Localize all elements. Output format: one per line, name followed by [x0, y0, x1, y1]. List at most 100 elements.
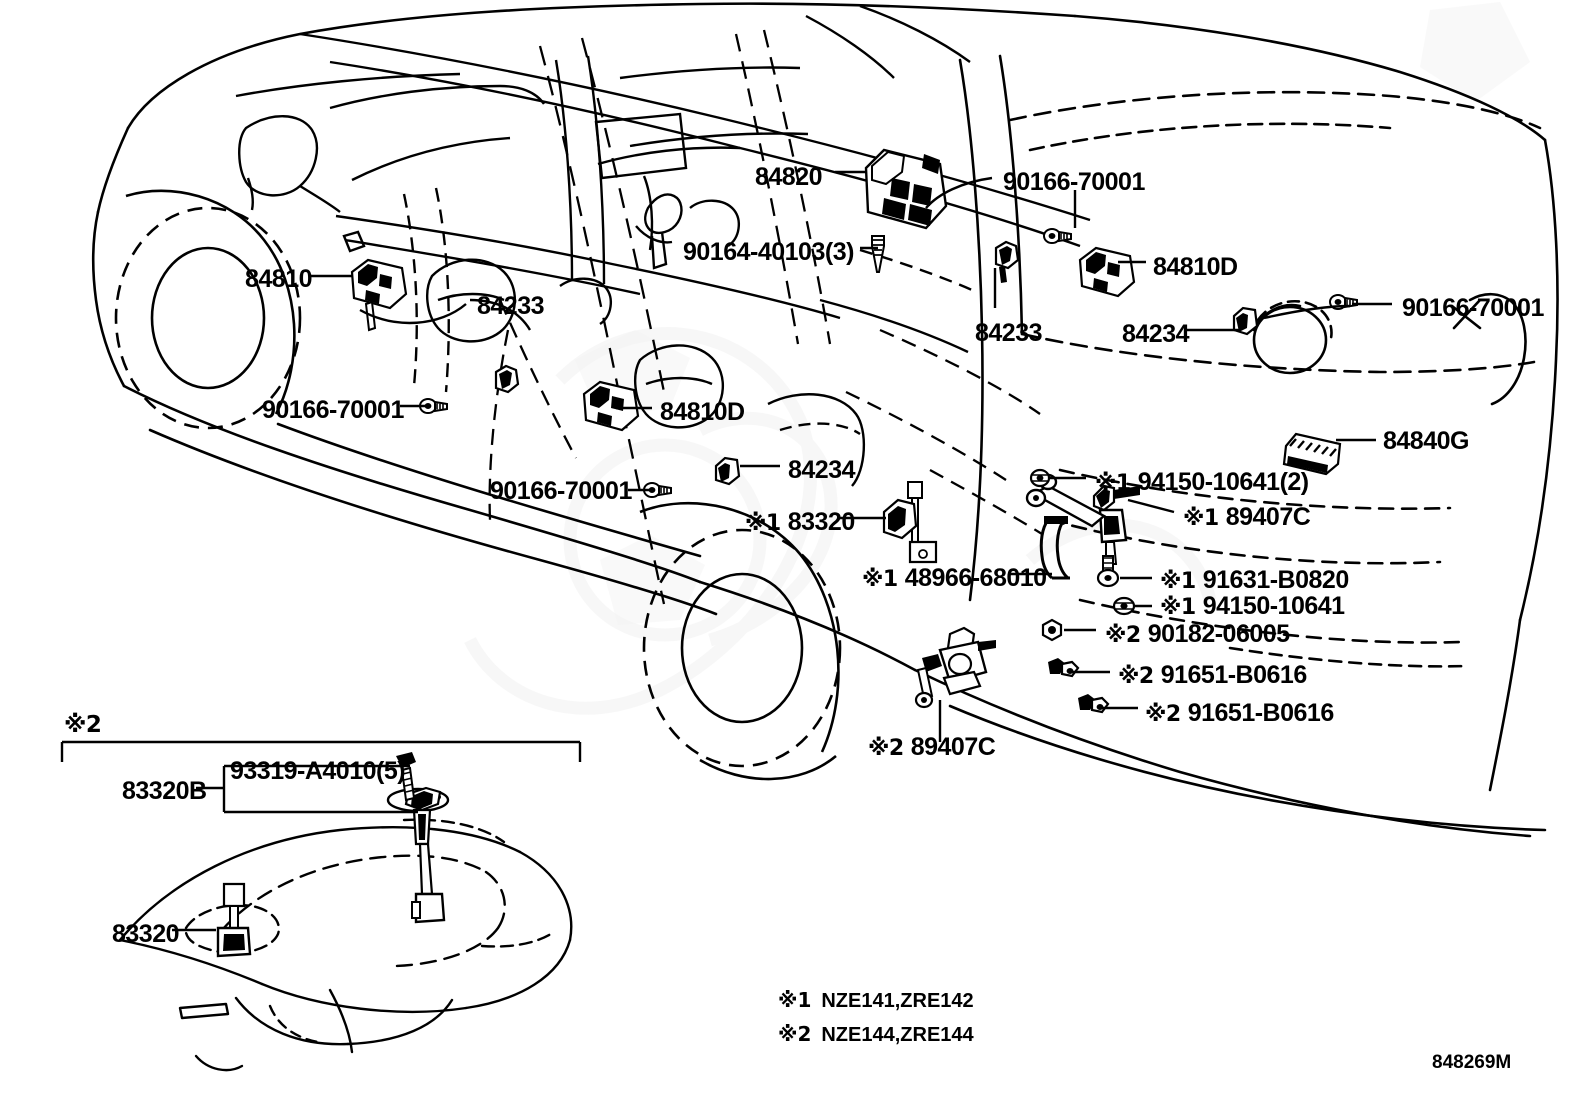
callout-84810: 84810 — [245, 265, 313, 294]
callout-code: 91651-B0616 — [1187, 699, 1335, 727]
inset-part-83320 — [216, 882, 252, 958]
wheel-arches — [114, 189, 842, 781]
callout-code: 84810D — [660, 398, 745, 426]
callout-code: 94150-10641 — [1202, 592, 1345, 620]
legend-mark: ※2 — [778, 1022, 812, 1046]
inset-part-83320B — [386, 786, 450, 924]
callout-code: 48966-68010 — [904, 564, 1047, 592]
inset-part-93319-screw — [396, 752, 416, 802]
callout-code: 90166-70001 — [1402, 294, 1544, 322]
inset-callout-83320: 83320 — [112, 920, 180, 948]
legend-row: ※2 NZE144,ZRE144 — [778, 1022, 974, 1047]
callout-84820: 84820 — [755, 163, 823, 192]
callout-code: 84840G — [1383, 427, 1469, 455]
roof-detail — [235, 4, 1091, 248]
callout-code: 91651-B0616 — [1160, 661, 1308, 689]
callout-code: 90166-70001 — [262, 396, 404, 424]
callout-84233: 84233 — [975, 319, 1043, 348]
legend-block: ※1 NZE141,ZRE142 ※2 NZE144,ZRE144 — [778, 988, 974, 1056]
part-89407C-sensor-1 — [1025, 473, 1140, 565]
part-83320-switch — [882, 481, 938, 564]
callout-mark: ※1 — [1095, 471, 1131, 496]
callout-mark: ※2 — [1145, 702, 1181, 727]
legend-text: NZE144,ZRE144 — [821, 1024, 974, 1046]
part-91651-B0616-bolt-b — [1078, 694, 1110, 714]
callout-code: 84820 — [755, 163, 823, 191]
inset-rear-deck-art — [118, 818, 573, 1072]
legend-mark: ※1 — [778, 988, 812, 1012]
callout-code: 90166-70001 — [1003, 168, 1145, 196]
callout-code: 94150-10641(2) — [1137, 468, 1309, 496]
callout-mark: ※1 — [862, 567, 898, 592]
callout-code: 89407C — [1225, 503, 1311, 531]
cargo-deck — [845, 328, 1043, 535]
callout-code: 84233 — [477, 292, 545, 320]
inset-callout-93319-a4010-5-: 93319-A4010(5) — [230, 757, 406, 785]
part-84233-icon-left — [494, 364, 520, 394]
inset-section-mark: ※2 — [64, 712, 102, 738]
callout-84810d: 84810D — [1153, 253, 1238, 282]
callout-code: 90182-06005 — [1147, 620, 1290, 648]
callout-mark: ※2 — [868, 736, 904, 761]
callout-90164-40103-3-: 90164-40103(3) — [683, 238, 854, 267]
callout-84810d: 84810D — [660, 398, 745, 427]
callout-mark: ※1 — [1160, 595, 1196, 620]
callout-code: 84234 — [1122, 320, 1190, 348]
callout-90166-70001: 90166-70001 — [1402, 294, 1544, 323]
callout-84840g: 84840G — [1383, 427, 1469, 456]
interior-trim-dashed — [488, 29, 832, 605]
callout-code: 84234 — [788, 456, 856, 484]
callout-90166-70001: 90166-70001 — [490, 477, 632, 506]
callout-mark: ※1 — [1160, 569, 1196, 594]
part-84234-icon-left — [714, 456, 741, 486]
callout-84234: 84234 — [788, 456, 856, 485]
part-84840G-lamp — [1282, 432, 1342, 476]
part-89407C-sensor-2 — [914, 626, 996, 709]
part-84810D-switch-left — [582, 380, 640, 432]
callout-code: 90164-40103(3) — [683, 238, 854, 266]
part-94150-10641-washer-b — [1112, 596, 1136, 616]
part-84810D-switch-rear — [1078, 246, 1136, 298]
part-84820-switch — [864, 148, 948, 230]
part-90182-06005-nut — [1041, 618, 1063, 642]
part-84810-switch — [350, 258, 408, 332]
callout-code: 84233 — [975, 319, 1043, 347]
callout-code: 84810D — [1153, 253, 1238, 281]
part-90164-40103-screw — [871, 235, 885, 273]
part-91631-B0820-bolt — [1096, 555, 1120, 588]
inset-leader-lines — [172, 764, 418, 932]
part-91651-B0616-bolt-a — [1048, 658, 1080, 678]
leader-lines — [310, 170, 1392, 742]
callout-mark: ※1 — [745, 511, 781, 536]
drawing-number: 848269M — [1432, 1052, 1512, 1073]
callout-code: 84810 — [245, 265, 313, 293]
callout-90166-70001: 90166-70001 — [1003, 168, 1145, 197]
legend-text: NZE141,ZRE142 — [821, 990, 974, 1012]
callout-mark: ※2 — [1118, 664, 1154, 689]
callout-mark: ※2 — [1105, 623, 1141, 648]
callout-90166-70001: 90166-70001 — [262, 396, 404, 425]
callout-code: 90166-70001 — [490, 477, 632, 505]
inset-frame — [60, 740, 582, 762]
callout-code: 91631-B0820 — [1202, 566, 1350, 594]
callout-84234: 84234 — [1122, 320, 1190, 349]
part-94150-10641-washer-a — [1029, 468, 1051, 488]
callout-mark: ※1 — [1183, 506, 1219, 531]
callout-code: 89407C — [910, 733, 996, 761]
legend-row: ※1 NZE141,ZRE142 — [778, 988, 974, 1013]
inset-callout-83320b: 83320B — [122, 777, 207, 805]
car-body-outline — [91, 2, 1559, 838]
callout-84233: 84233 — [477, 292, 545, 321]
